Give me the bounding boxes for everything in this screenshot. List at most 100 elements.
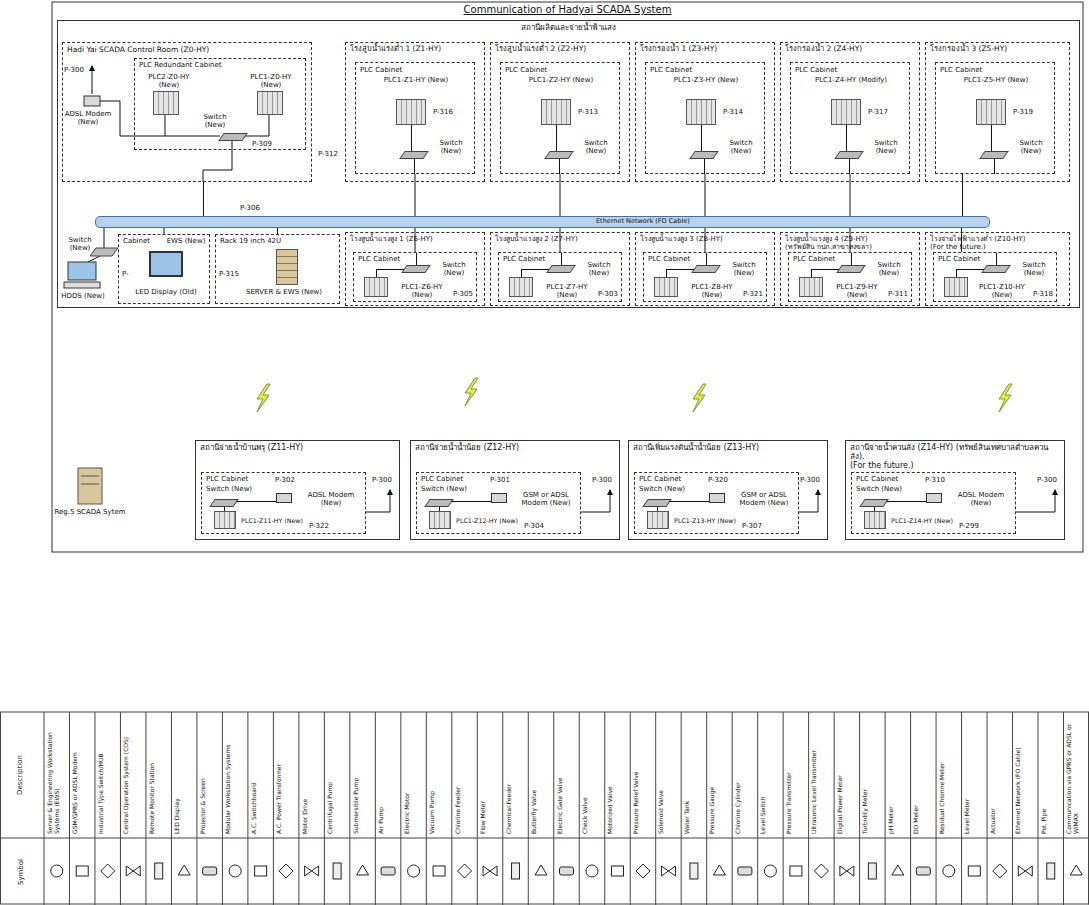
box-heading: PLC Cabinet bbox=[503, 255, 563, 263]
callout-number: P-301 bbox=[490, 476, 510, 484]
box-text: SERVER & EWS (New) bbox=[232, 288, 336, 296]
box-text: Switch (New) bbox=[421, 485, 477, 493]
wire bbox=[811, 269, 839, 270]
wire bbox=[666, 269, 694, 270]
box-heading: PLC Cabinet bbox=[360, 66, 430, 74]
box-text: LED Display (Old) bbox=[127, 288, 205, 296]
box-heading: โรงกรองน้ำ 3 (Z5-HY) bbox=[930, 45, 1065, 54]
cabinet-box: PLC CabinetPLC1-Z3-HY (New)Switch (New) bbox=[645, 62, 765, 174]
box-heading: โรงจ่ายไฟฟ้าแรงต่ำ (Z10-HY) bbox=[930, 235, 1065, 243]
callout-number: P-300 bbox=[592, 476, 612, 484]
legend-symbol bbox=[713, 865, 725, 875]
table-rule bbox=[1038, 712, 1039, 905]
box-text: PLC1-Z2-HY (New) bbox=[521, 76, 601, 84]
wire bbox=[956, 269, 984, 270]
box-heading: Hadi Yai SCADA Control Room (Z0-HY) bbox=[67, 46, 307, 55]
box-text: PLC1-Z7-HY (New) bbox=[537, 283, 597, 299]
device-label: HDDS (New) bbox=[58, 292, 108, 300]
box-heading: โรงสูบน้ำแรงสูง 4 (Z9-HY) bbox=[785, 235, 915, 243]
box-heading: PLC Cabinet bbox=[938, 255, 998, 263]
legend-symbol bbox=[279, 864, 293, 878]
table-rule bbox=[69, 712, 70, 905]
legend-text: Solenoid Valve bbox=[657, 716, 679, 834]
wire bbox=[956, 269, 957, 277]
cabinet-box: PLC CabinetPLC1-Z5-HY (New)Switch (New) bbox=[935, 62, 1055, 174]
table-rule bbox=[859, 712, 860, 905]
box-text: Switch (New) bbox=[863, 139, 909, 155]
legend-text: Electric Motor bbox=[403, 716, 425, 834]
legend-symbol bbox=[203, 867, 217, 875]
station-box: สถานีจ่ายน้ำบ้านพรุ (Z11-HY)PLC CabinetS… bbox=[195, 440, 400, 540]
box-text: PLC1-Z12-HY (New) bbox=[455, 517, 519, 524]
box-heading: PLC Cabinet bbox=[940, 66, 1010, 74]
legend-text: Chlorine Cylinder bbox=[734, 716, 756, 834]
wire bbox=[991, 125, 992, 151]
switch-icon bbox=[979, 151, 1009, 159]
box-text: PLC1-Z5-HY (New) bbox=[956, 76, 1036, 84]
legend-text: Ultrasonic Level Transmitter bbox=[810, 716, 832, 834]
plc-icon bbox=[153, 91, 179, 115]
legend-symbol bbox=[661, 866, 675, 876]
legend-symbol bbox=[512, 863, 520, 879]
box-text: Switch (New) bbox=[1012, 261, 1056, 277]
wire bbox=[561, 253, 562, 265]
plc-icon bbox=[509, 277, 533, 297]
legend-text: Communication via GPRS or ADSL or WiMAX bbox=[1065, 716, 1087, 834]
callout-number: P-302 bbox=[275, 476, 295, 484]
box-text: Switch (New) bbox=[577, 261, 621, 277]
table-rule bbox=[247, 712, 248, 905]
legend-symbol bbox=[535, 865, 547, 875]
plc-icon bbox=[976, 99, 1006, 125]
box-heading: PLC Cabinet bbox=[650, 66, 720, 74]
wire bbox=[701, 125, 702, 151]
switch-icon bbox=[691, 265, 721, 273]
network-link bbox=[850, 174, 851, 216]
callout-number: P-320 bbox=[708, 476, 728, 484]
cabinet-box: PLC CabinetPLC1-Z1-HY (New)Switch (New) bbox=[355, 62, 475, 174]
plc-icon bbox=[944, 277, 968, 297]
wire bbox=[994, 159, 995, 174]
table-rule bbox=[451, 712, 452, 905]
plc-icon bbox=[647, 511, 669, 529]
table-rule bbox=[757, 712, 758, 905]
callout-number: P-321 bbox=[743, 290, 763, 298]
wire bbox=[521, 269, 549, 270]
legend-symbol bbox=[1070, 865, 1082, 875]
station-box: สถานีจ่ายน้ำควนลัง (Z14-HY) (ทรัพย์สินเท… bbox=[845, 440, 1065, 540]
legend-symbol bbox=[586, 865, 598, 877]
switch-icon bbox=[836, 265, 866, 273]
legend-symbol bbox=[892, 865, 904, 875]
plc-icon bbox=[831, 99, 861, 125]
switch-icon bbox=[546, 265, 576, 273]
switch-icon bbox=[90, 248, 118, 256]
legend-symbol bbox=[483, 866, 497, 876]
box-text: PLC1-Z4-HY (Modify) bbox=[811, 76, 891, 84]
box-text: PLC1-Z3-HY (New) bbox=[666, 76, 746, 84]
box-text: ADSL Modem (New) bbox=[948, 491, 1014, 507]
cabinet-box: PLC CabinetPLC1-Z2-HY (New)Switch (New) bbox=[500, 62, 620, 174]
legend-text: GSM/GPRS or ADSL Modem bbox=[71, 716, 93, 834]
table-rule bbox=[120, 712, 121, 905]
switch-icon bbox=[399, 151, 429, 159]
callout-number: P-300 bbox=[372, 476, 392, 484]
station-box: โรงกรองน้ำ 3 (Z5-HY) PLC CabinetPLC1-Z5-H… bbox=[925, 42, 1070, 182]
box-text: (For the future.) bbox=[850, 461, 1060, 470]
table-rule bbox=[553, 712, 554, 905]
wire bbox=[874, 507, 875, 511]
plc-icon bbox=[799, 277, 823, 297]
diagram-title: Communication of Hadyai SCADA System bbox=[52, 4, 1083, 15]
plc-icon bbox=[429, 511, 451, 529]
callout-number: P-315 bbox=[219, 270, 239, 278]
callout-number: P-314 bbox=[723, 108, 743, 116]
cabinet-box: CabinetEWS (New)LED Display (Old) bbox=[118, 234, 210, 304]
wire bbox=[811, 269, 812, 277]
callout-number: P-299 bbox=[959, 522, 979, 530]
legend-symbol bbox=[916, 867, 930, 875]
legend-symbol bbox=[868, 863, 876, 879]
switch-icon bbox=[834, 151, 864, 159]
box-heading: Cabinet bbox=[123, 237, 163, 245]
callout-number: P-313 bbox=[578, 108, 598, 116]
callout-number: P-309 bbox=[252, 140, 272, 148]
box-heading: โรงกรองน้ำ 1 (Z3-HY) bbox=[640, 45, 770, 54]
legend-symbol bbox=[381, 867, 395, 875]
